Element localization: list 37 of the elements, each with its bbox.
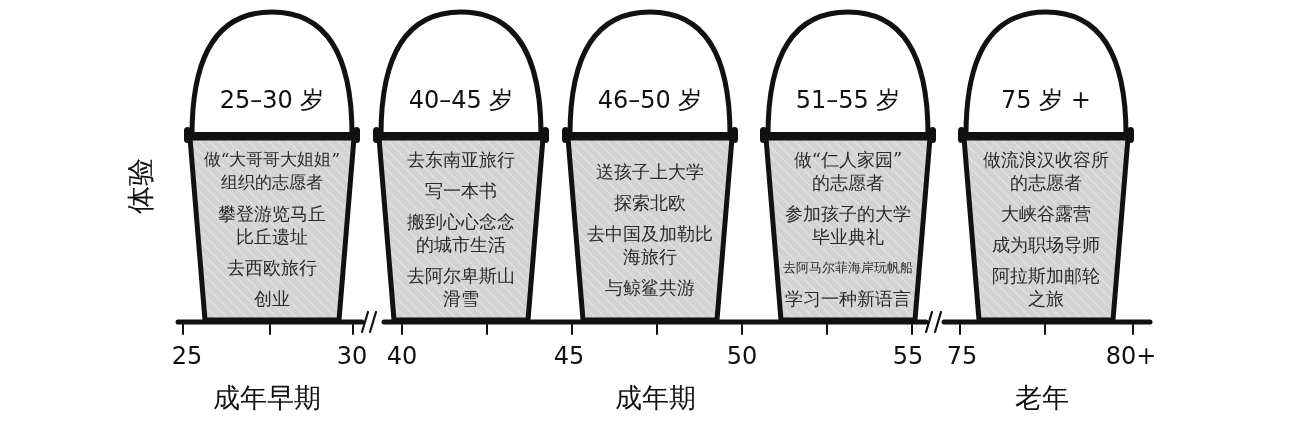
age-range-label: 75 岁 + — [1001, 85, 1091, 116]
experience-item: 参加孩子的大学毕业典礼 — [784, 202, 912, 248]
experience-item: 做“仁人家园”的志愿者 — [792, 148, 904, 194]
tick-label: 45 — [553, 343, 585, 371]
experience-item: 送孩子上大学 — [596, 159, 704, 183]
experience-item: 去阿马尔菲海岸玩帆船 — [783, 259, 913, 277]
tick-label: 75 — [946, 343, 978, 371]
tick-label: 25 — [171, 343, 203, 371]
experience-item: 探索北欧 — [614, 190, 686, 214]
experience-item: 去东南亚旅行 — [407, 148, 515, 171]
experience-item: 阿拉斯加邮轮之旅 — [991, 264, 1101, 310]
tick-label: 40 — [386, 343, 418, 371]
age-range-label: 46–50 岁 — [597, 85, 703, 116]
experience-item: 搬到心心念念的城市生活 — [406, 210, 516, 256]
experience-item: 大峡谷露营 — [1001, 202, 1091, 225]
experience-item: 去中国及加勒比海旅行 — [586, 221, 714, 268]
age-range-label: 25–30 岁 — [219, 85, 325, 116]
tick-label: 30 — [336, 343, 368, 371]
axis-title: 体验 — [124, 158, 158, 214]
period-label: 成年期 — [614, 382, 696, 414]
experience-item: 去西欧旅行 — [227, 256, 317, 279]
experience-item: 写一本书 — [425, 179, 497, 202]
experience-item: 成为职场导师 — [992, 233, 1100, 256]
experience-item: 做“大哥哥大姐姐”组织的志愿者 — [202, 148, 342, 194]
experience-item: 与鲸鲨共游 — [605, 275, 695, 299]
tick-label: 50 — [726, 343, 758, 371]
experience-item: 攀登游览马丘比丘遗址 — [217, 202, 327, 248]
experience-item: 创业 — [254, 287, 290, 310]
age-range-label: 40–45 岁 — [408, 85, 514, 116]
experience-item: 做流浪汉收容所的志愿者 — [982, 148, 1110, 194]
experience-item: 学习一种新语言 — [785, 287, 911, 310]
tick-label: 80+ — [1105, 343, 1157, 371]
period-label: 老年 — [1015, 382, 1069, 414]
period-label: 成年早期 — [213, 382, 321, 414]
age-range-label: 51–55 岁 — [795, 85, 901, 116]
tick-label: 55 — [892, 343, 924, 371]
experience-item: 去阿尔卑斯山滑雪 — [406, 264, 516, 310]
